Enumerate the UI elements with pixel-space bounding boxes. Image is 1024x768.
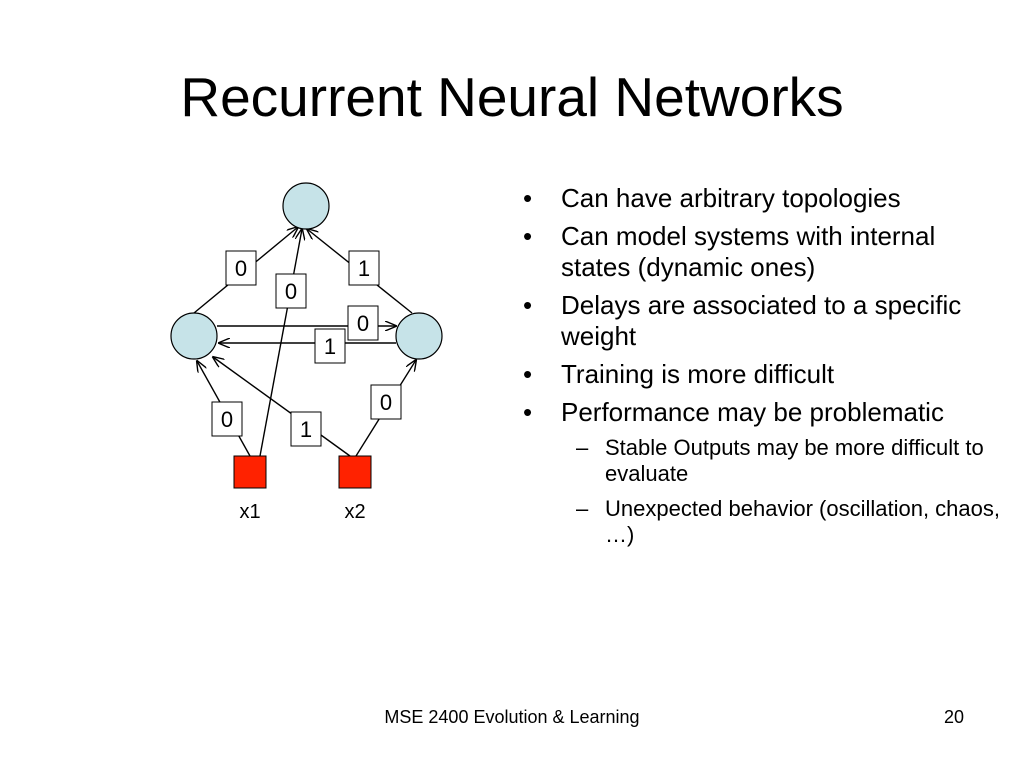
- delay-label: 0: [235, 256, 247, 281]
- delay-label: 0: [357, 311, 369, 336]
- bullet-item: • Delays are associated to a specific wei…: [523, 290, 1003, 352]
- connection-input-x2-to-left-node: [213, 357, 351, 457]
- delay-box-frame: [225, 250, 257, 286]
- delay-label: 0: [221, 407, 233, 432]
- bullet-marker: •: [523, 290, 533, 320]
- delay-box-frame: [370, 384, 402, 420]
- delay-box: 0: [211, 401, 243, 437]
- input-x2-label: x2: [344, 501, 365, 523]
- input-x2: [338, 455, 372, 489]
- delay-box: 0: [275, 273, 307, 309]
- delay-box: 0: [347, 305, 379, 341]
- bullet-text: Stable Outputs may be more difficult to …: [605, 435, 984, 486]
- bullet-text: Delays are associated to a specific weig…: [561, 290, 962, 351]
- delay-box: 0: [370, 384, 402, 420]
- input-x1-label: x1: [239, 501, 260, 523]
- bullet-item: • Performance may be problematic: [523, 397, 1003, 428]
- delay-label: 1: [358, 256, 370, 281]
- sub-bullet-item: –Unexpected behavior (oscillation, chaos…: [523, 496, 1003, 548]
- delay-box-frame: [211, 401, 243, 437]
- bullet-item: • Can model systems with internal states …: [523, 221, 1003, 283]
- delay-box: 1: [290, 411, 322, 447]
- delay-box-frame: [275, 273, 307, 309]
- bullet-text: Can have arbitrary topologies: [561, 183, 901, 213]
- bullet-marker: •: [523, 183, 533, 213]
- left-node: [170, 312, 218, 360]
- delay-box-frame: [290, 411, 322, 447]
- delay-box: 1: [314, 328, 346, 364]
- delay-box: 0: [225, 250, 257, 286]
- bullet-item: • Training is more difficult: [523, 359, 1003, 390]
- sub-bullet-item: –Stable Outputs may be more difficult to…: [523, 435, 1003, 487]
- bullet-marker: –: [576, 496, 589, 521]
- input-x1: [233, 455, 267, 489]
- top-node: [282, 182, 330, 230]
- bullet-text: Unexpected behavior (oscillation, chaos,…: [605, 496, 1001, 547]
- delay-box-frame: [314, 328, 346, 364]
- bullet-text: Can model systems with internal states (…: [561, 221, 936, 282]
- bullet-list: • Can have arbitrary topologies • Can model…: [523, 183, 1003, 557]
- bullet-marker: •: [523, 359, 533, 389]
- footer-text: MSE 2400 Evolution & Learning: [384, 707, 640, 727]
- bullet-text: Training is more difficult: [561, 359, 835, 389]
- delay-label: 1: [324, 334, 336, 359]
- delay-label: 0: [285, 279, 297, 304]
- delay-box-frame: [347, 305, 379, 341]
- delay-box: 1: [348, 250, 380, 286]
- bullet-text: Performance may be problematic: [561, 397, 944, 427]
- slide-title: Recurrent Neural Networks: [180, 66, 844, 128]
- delay-box-frame: [348, 250, 380, 286]
- bullet-marker: –: [576, 435, 589, 460]
- delay-label: 0: [380, 390, 392, 415]
- page-number: 20: [943, 707, 964, 727]
- bullet-marker: •: [523, 221, 533, 251]
- right-node: [395, 312, 443, 360]
- bullet-item: • Can have arbitrary topologies: [523, 183, 1003, 214]
- bullet-marker: •: [523, 397, 533, 427]
- delay-label: 1: [300, 417, 312, 442]
